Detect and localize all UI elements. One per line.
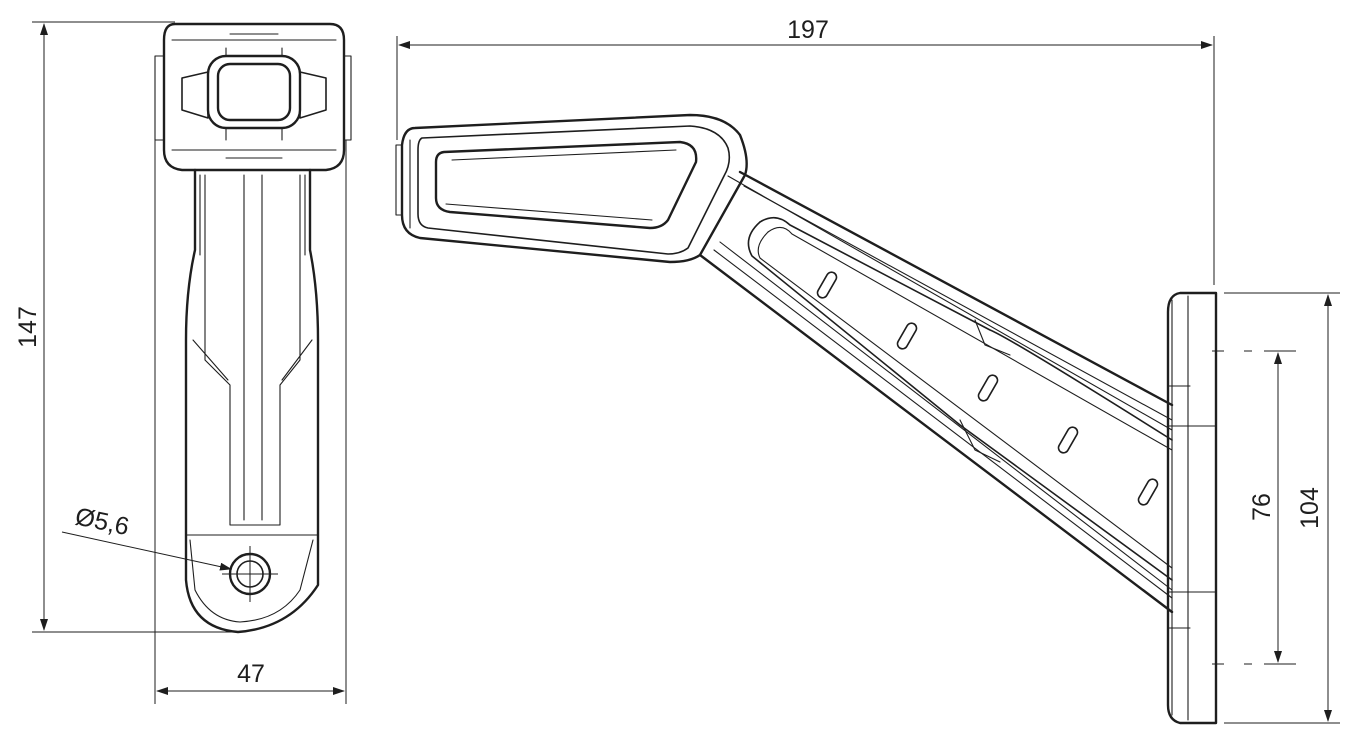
dimension-width-label: 47: [237, 660, 265, 688]
dimension-height: 147: [14, 21, 238, 633]
front-view: [154, 22, 352, 634]
dimension-hole-diameter: Ø5,6: [61, 502, 232, 571]
dimension-length-label: 197: [787, 16, 829, 44]
side-view: [395, 113, 1218, 725]
side-view-lamp-head: [395, 113, 748, 264]
front-view-arm: [184, 168, 320, 634]
dimension-inner-spacing: 76: [1212, 350, 1296, 665]
front-view-head: [154, 22, 352, 172]
front-view-mounting-hole: [222, 546, 278, 602]
dimension-hole-diameter-label: Ø5,6: [73, 502, 132, 541]
dimension-height-label: 147: [14, 306, 42, 348]
dimension-outer-spacing-label: 104: [1296, 487, 1324, 529]
dimension-inner-spacing-label: 76: [1248, 493, 1276, 521]
dimension-length: 197: [396, 16, 1215, 285]
dimension-width: 47: [154, 140, 347, 704]
side-view-arm: [698, 170, 1174, 614]
side-view-mounting-base: [1166, 291, 1218, 725]
dimension-outer-spacing: 104: [1224, 292, 1340, 724]
led-capsules: [816, 271, 1159, 506]
